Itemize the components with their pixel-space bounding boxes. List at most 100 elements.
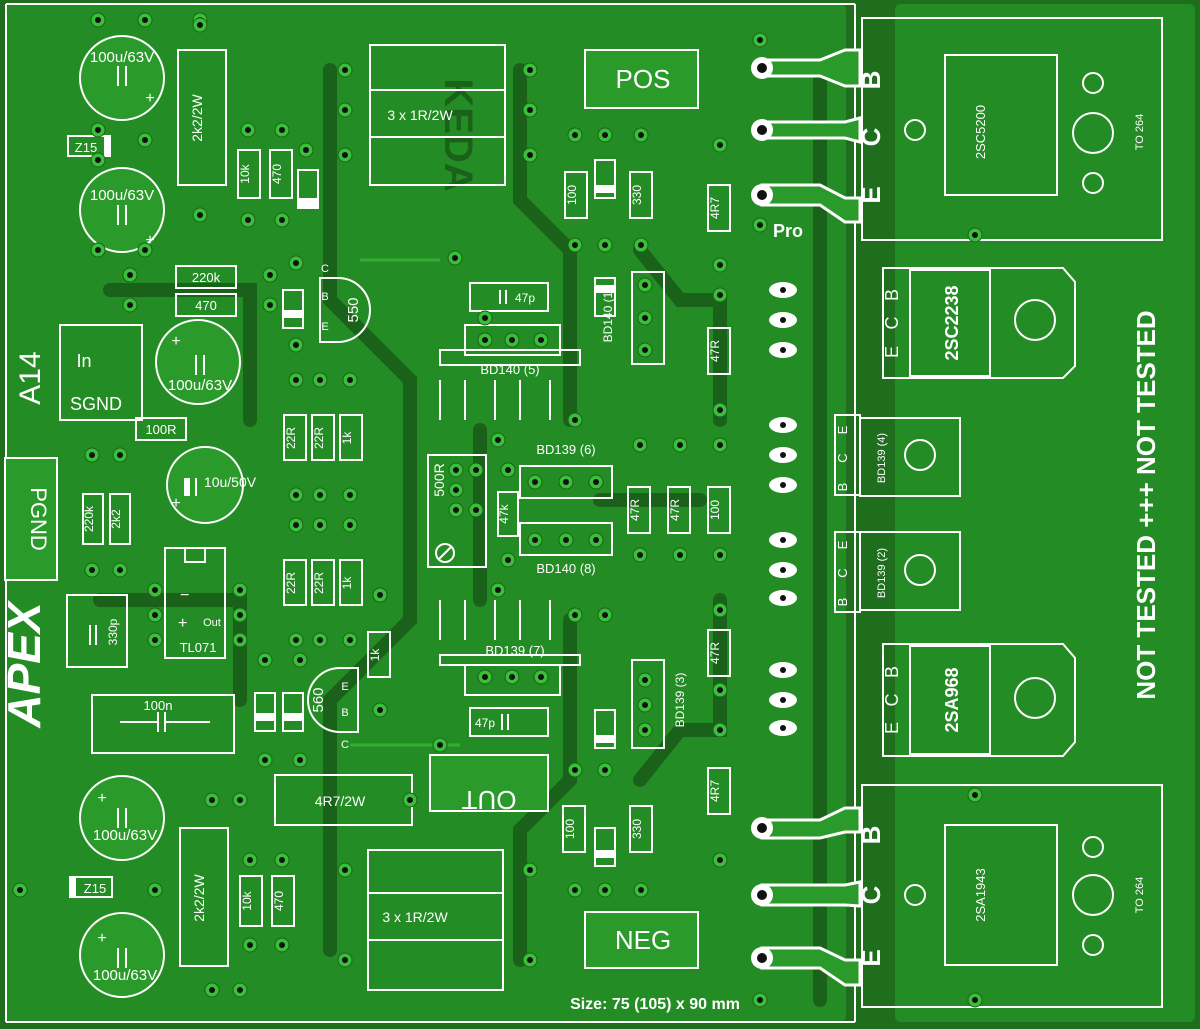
pad-hole	[780, 422, 786, 428]
pad-hole	[342, 107, 348, 113]
pad-hole	[505, 467, 511, 473]
pad-hole	[717, 607, 723, 613]
pad-hole	[572, 132, 578, 138]
svg-text:E: E	[856, 186, 886, 203]
pad-hole	[677, 552, 683, 558]
pad-hole	[342, 957, 348, 963]
pad-hole	[293, 637, 299, 643]
svg-text:2k2: 2k2	[109, 509, 123, 529]
svg-text:C: C	[835, 568, 850, 577]
svg-text:470: 470	[272, 891, 286, 911]
pad-hole	[642, 677, 648, 683]
pad-hole	[602, 242, 608, 248]
svg-text:100n: 100n	[144, 698, 173, 713]
pad-hole	[152, 887, 158, 893]
pad-hole	[972, 232, 978, 238]
pad-hole	[572, 767, 578, 773]
svg-text:+: +	[97, 790, 106, 807]
pad-hole	[642, 702, 648, 708]
pad-hole	[677, 442, 683, 448]
svg-text:2SC5200: 2SC5200	[973, 105, 988, 159]
pad-hole	[197, 22, 203, 28]
svg-text:100u/63V: 100u/63V	[93, 967, 157, 984]
cap-c5: 100u/63V +	[79, 775, 165, 861]
pos-box	[584, 49, 699, 109]
pad-hole	[452, 255, 458, 261]
svg-text:C: C	[321, 263, 329, 275]
r-22r-a: 22R	[283, 414, 307, 461]
pad-hole	[972, 792, 978, 798]
pad-hole	[482, 337, 488, 343]
pad-hole	[495, 587, 501, 593]
pad-hole	[642, 727, 648, 733]
board-name: A14	[14, 351, 47, 404]
pad-hole	[117, 567, 123, 573]
pad-hole	[780, 595, 786, 601]
svg-text:10k: 10k	[240, 890, 254, 910]
svg-text:B: B	[835, 598, 850, 607]
svg-text:B: B	[882, 666, 902, 678]
r-330-top: 330	[629, 171, 653, 219]
transistor-bd139-4: BD139 (4) E C B	[834, 414, 961, 497]
pad-hole	[602, 767, 608, 773]
svg-text:−: −	[180, 587, 189, 604]
pad-hole	[347, 377, 353, 383]
svg-text:100: 100	[708, 500, 722, 520]
pad-hole	[638, 242, 644, 248]
transistor-bd139-2: BD139 (2) E C B	[834, 531, 961, 613]
svg-text:100u/63V: 100u/63V	[93, 827, 157, 844]
diode-d1	[254, 692, 276, 732]
pad-hole	[495, 437, 501, 443]
svg-text:+: +	[171, 495, 180, 512]
r-4r7-top: 4R7	[707, 184, 731, 232]
transistor-bd139-6: BD139 (6)	[519, 442, 613, 499]
pad-hole	[637, 552, 643, 558]
svg-text:B: B	[341, 707, 348, 719]
pad-hole	[527, 957, 533, 963]
transistor-2sa968: 2SA968 B C E	[882, 643, 1076, 757]
r-100-top: 100	[564, 171, 588, 219]
svg-text:47R: 47R	[708, 340, 722, 362]
pad-hole	[780, 667, 786, 673]
pad-hole	[297, 657, 303, 663]
svg-text:3 x 1R/2W: 3 x 1R/2W	[387, 107, 453, 123]
pad-hole	[509, 674, 515, 680]
transistor-bd140-8: BD140 (8)	[519, 522, 613, 576]
r-100-mid: 100	[707, 486, 731, 534]
pad-hole	[527, 152, 533, 158]
pad-hole	[637, 442, 643, 448]
r-3x1r-bottom: 3 x 1R/2W	[367, 849, 504, 991]
pad-hole	[247, 942, 253, 948]
svg-text:22R: 22R	[284, 427, 298, 449]
r-22r-c: 22R	[283, 559, 307, 606]
svg-text:330: 330	[630, 185, 644, 205]
svg-text:550: 550	[345, 297, 362, 322]
svg-text:E: E	[321, 321, 328, 333]
pad-hole	[717, 552, 723, 558]
pad-hole	[293, 342, 299, 348]
svg-text:4R7: 4R7	[708, 780, 722, 802]
cap-c4: 10u/50V +	[166, 446, 257, 524]
pad-hole	[757, 190, 767, 200]
pad-hole	[717, 292, 723, 298]
pos-label: POS	[616, 64, 671, 94]
transistor-550: 550 C B E	[319, 263, 371, 343]
svg-text:330: 330	[630, 819, 644, 839]
pad-hole	[267, 302, 273, 308]
svg-text:2SC2238: 2SC2238	[942, 285, 962, 360]
pad-hole	[342, 67, 348, 73]
pad-hole	[780, 452, 786, 458]
svg-text:1k: 1k	[340, 431, 354, 445]
pad-hole	[317, 637, 323, 643]
pad-hole	[95, 17, 101, 23]
cap-47p-top: 47p	[469, 282, 549, 312]
pad-hole	[152, 612, 158, 618]
pad-hole	[532, 479, 538, 485]
power-leads	[760, 48, 862, 987]
pad-hole	[453, 467, 459, 473]
svg-text:B: B	[856, 826, 886, 845]
pgnd-label: PGND	[26, 487, 51, 551]
r-47r-a: 47R	[707, 327, 731, 375]
svg-text:E: E	[341, 681, 348, 693]
cap-c3: 100u/63V +	[155, 319, 241, 405]
